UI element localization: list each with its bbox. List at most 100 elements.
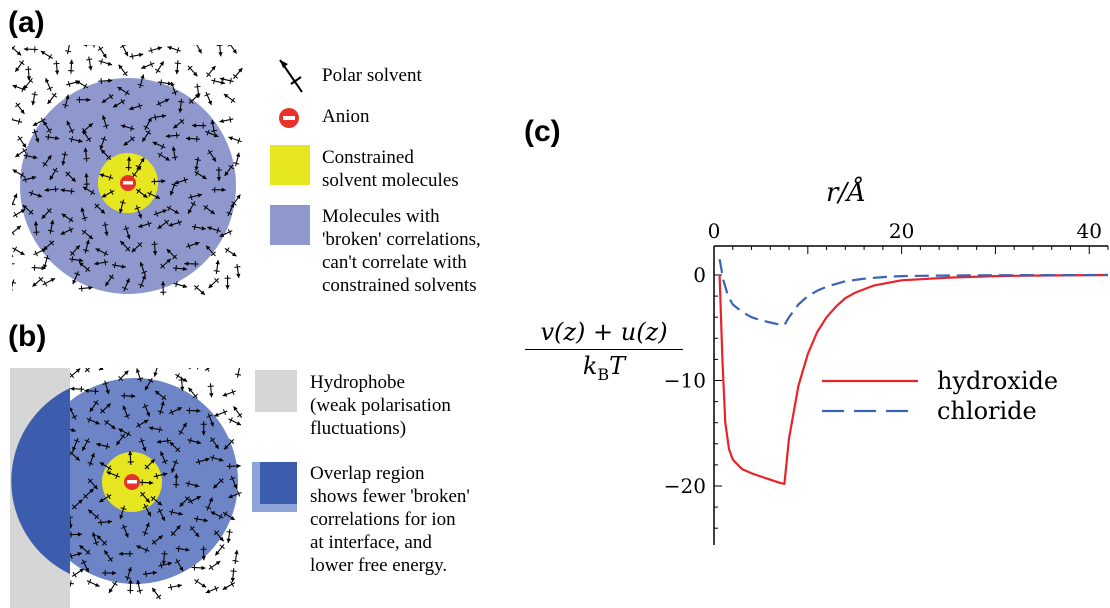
- dipole-arrow: [47, 219, 55, 234]
- dipole-arrow: [68, 59, 75, 74]
- dipole-arrow: [151, 178, 166, 185]
- dipole-arrow: [32, 117, 46, 127]
- dipole-arrow: [233, 152, 241, 167]
- dipole-arrow: [142, 503, 152, 517]
- dipole-arrow: [154, 390, 167, 401]
- dipole-arrow: [138, 274, 146, 289]
- dipole-arrow: [195, 457, 210, 465]
- dipole-arrow: [184, 260, 199, 267]
- dipole-arrow: [70, 406, 78, 420]
- dipole-arrow: [169, 441, 181, 453]
- panel-b-diagram: [10, 368, 242, 608]
- dipole-arrow: [12, 254, 15, 267]
- dipole-arrow: [62, 94, 70, 109]
- dipole-arrow: [226, 463, 241, 470]
- dipole-arrow: [233, 405, 242, 418]
- dipole-arrow: [187, 387, 199, 399]
- dipole-arrow: [45, 78, 53, 92]
- dipole-arrow: [152, 141, 166, 150]
- dipole-arrow: [119, 505, 127, 520]
- overlap-region: [11, 388, 71, 574]
- dipole-arrow: [12, 225, 22, 236]
- x-tick-label: 20: [889, 219, 914, 243]
- overlap-swatch: [260, 462, 297, 504]
- hydrophobe-swatch: [255, 370, 297, 412]
- dipole-arrow: [83, 173, 90, 188]
- dipole-arrow: [194, 156, 201, 171]
- dipole-arrow: [112, 98, 126, 108]
- dipole-arrow: [200, 421, 207, 436]
- dipole-arrow: [94, 203, 106, 215]
- dipole-arrow: [101, 115, 110, 129]
- dipole-arrow: [100, 149, 112, 161]
- dipole-arrow: [147, 190, 161, 200]
- dipole-arrow: [173, 281, 188, 289]
- y-axis-numerator: v(z) + u(z): [540, 318, 668, 346]
- dipole-arrow: [86, 578, 100, 588]
- legend-hydrophobe-line-1: Hydrophobe: [310, 372, 405, 393]
- dipole-arrow: [12, 279, 17, 291]
- legend-hydrophobe: Hydrophobe (weak polarisation fluctuatio…: [310, 371, 451, 440]
- legend-chloride-label: chloride: [937, 397, 1037, 425]
- dipole-arrow: [187, 201, 197, 214]
- dipole-arrow: [97, 519, 112, 526]
- dipole-arrow: [14, 60, 25, 73]
- dipole-arrow: [135, 188, 148, 199]
- dipole-arrow: [95, 248, 109, 257]
- dipole-arrow: [160, 281, 167, 296]
- y-tick-label: −10: [664, 369, 706, 393]
- dipole-arrow: [44, 186, 59, 193]
- dipole-arrow: [166, 205, 180, 215]
- dipole-arrow: [111, 262, 126, 269]
- dipole-arrow: [226, 203, 235, 217]
- dipole-arrow: [232, 549, 239, 564]
- dipole-arrow: [127, 450, 134, 465]
- dipole-arrow: [157, 219, 170, 230]
- dipole-arrow: [99, 173, 114, 181]
- dipole-arrow: [143, 570, 158, 577]
- dipole-arrow: [65, 171, 77, 183]
- dipole-arrow: [139, 479, 154, 486]
- dipole-arrow: [185, 480, 200, 488]
- dipole-arrow: [161, 550, 168, 565]
- dipole-arrow: [12, 208, 26, 218]
- dipole-arrow: [157, 401, 165, 415]
- dipole-arrow: [100, 403, 112, 414]
- dipole-arrow: [60, 226, 74, 235]
- dipole-arrow: [12, 45, 22, 56]
- dipole-arrow: [188, 93, 200, 104]
- legend-polar-solvent: Polar solvent: [322, 65, 422, 86]
- dipole-arrow: [148, 426, 163, 433]
- dipole-arrow: [222, 581, 236, 591]
- dipole-arrow: [120, 45, 129, 57]
- constrained-swatch: [270, 145, 310, 185]
- dipole-arrow: [94, 259, 109, 266]
- dipole-arrow: [194, 170, 207, 180]
- dipole-arrow: [188, 368, 199, 370]
- dipole-arrow: [121, 392, 136, 399]
- dipole-arrow: [131, 165, 142, 178]
- dipole-arrow: [227, 45, 238, 54]
- dipole-arrow: [118, 64, 129, 77]
- dipole-arrow: [142, 522, 150, 536]
- dipole-arrow: [158, 561, 173, 569]
- dipole-arrow: [86, 56, 93, 71]
- dipole-arrow: [115, 433, 126, 446]
- panel-c-label: (c): [524, 115, 561, 148]
- dipole-arrow: [170, 524, 181, 537]
- y-axis-title: v(z) + u(z) kBT: [525, 318, 683, 384]
- dipole-arrow: [138, 220, 152, 228]
- dipole-arrow: [174, 177, 189, 185]
- dipole-arrow: [205, 65, 216, 78]
- dipole-arrow: [103, 549, 114, 563]
- dipole-arrow: [219, 116, 234, 124]
- dipole-arrow: [82, 239, 90, 254]
- dipole-arrow: [83, 488, 94, 499]
- dipole-arrow: [234, 263, 241, 278]
- dipole-arrow: [151, 241, 158, 256]
- dipole-arrow: [98, 368, 104, 371]
- y-axis-denominator-k: k: [582, 352, 598, 380]
- dipole-arrow: [187, 437, 202, 445]
- dipole-arrow: [204, 91, 212, 106]
